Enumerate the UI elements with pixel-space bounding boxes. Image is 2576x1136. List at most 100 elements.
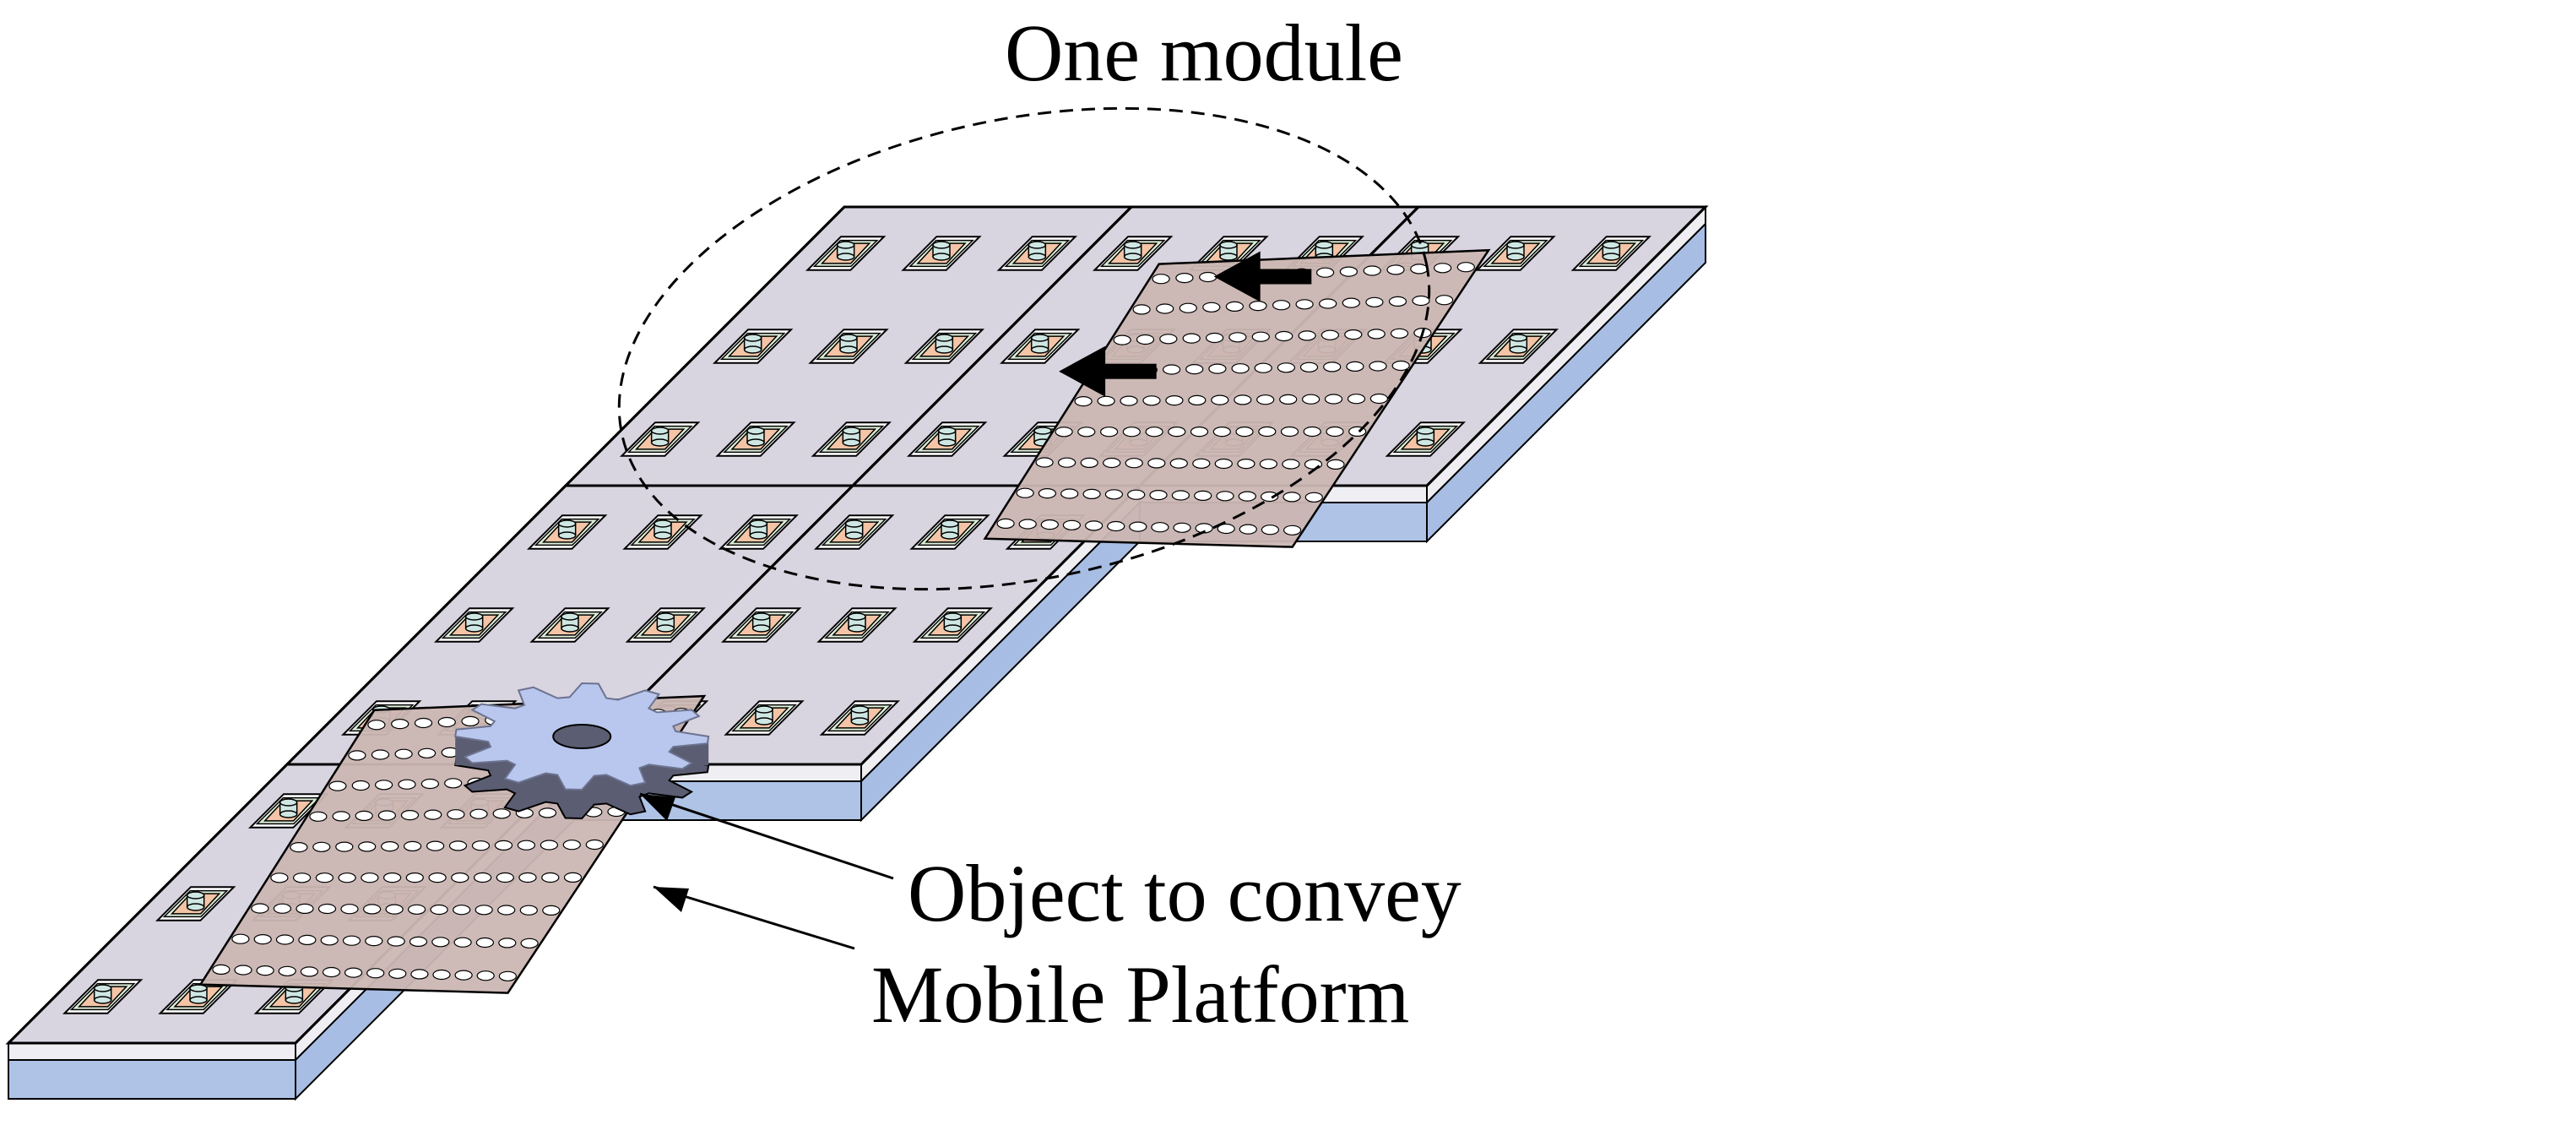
cell-stud-base: [653, 531, 672, 540]
platform-hole: [1202, 302, 1221, 313]
cell-stud-base: [751, 624, 771, 633]
platform-hole: [381, 840, 399, 852]
module-highlight-ellipse: [617, 106, 1431, 591]
motion-arrows: [1059, 251, 1312, 397]
platform-hole: [475, 937, 495, 948]
module-boundary: [1425, 205, 1707, 487]
arrow-head: [1059, 345, 1106, 397]
platform-hole: [1129, 521, 1147, 532]
platform-hole: [398, 779, 416, 790]
platform-hole: [1239, 524, 1257, 535]
cell-stud-top: [848, 612, 866, 621]
platform-hole: [317, 903, 337, 915]
cell-stud-base: [943, 624, 963, 633]
cell-stud-top: [836, 241, 855, 249]
module-boundary: [851, 205, 1133, 487]
platform-leader-arrowhead: [653, 887, 689, 912]
platform-hole: [1103, 457, 1121, 469]
module-boundary: [564, 205, 846, 487]
platform-hole: [451, 872, 469, 883]
module-middle-left-cell: [433, 607, 515, 643]
cell-stud-base: [557, 531, 577, 540]
platform-hole: [1179, 302, 1197, 313]
platform-hole: [1347, 394, 1366, 405]
platform-hole: [212, 964, 230, 976]
platform-hole: [273, 903, 291, 914]
cell-stud-top: [943, 612, 963, 621]
platform-hole: [1082, 488, 1101, 500]
cell-stud-base: [1123, 253, 1142, 261]
platform-hole: [338, 872, 356, 883]
cell-stud-top: [561, 612, 579, 621]
platform-hole: [1342, 297, 1360, 308]
cell-stud-top: [93, 984, 112, 992]
platform-hole: [344, 967, 363, 978]
platform-hole: [1018, 519, 1037, 530]
platform-hole: [1159, 334, 1178, 345]
cell-stud-top: [1028, 241, 1047, 249]
platform-hole: [275, 934, 295, 945]
module-top-left-cell: [715, 421, 796, 457]
module-middle-center-cell: [912, 607, 994, 643]
module-top-left-cell: [811, 421, 892, 457]
platform-hole: [1391, 360, 1410, 372]
platform-hole: [1113, 334, 1131, 345]
cell-stud-top: [464, 612, 484, 621]
platform-hole: [1208, 363, 1227, 374]
platform-hole: [1173, 522, 1191, 533]
platform-hole: [420, 778, 439, 790]
cell-stud-top: [755, 705, 773, 714]
platform-hole: [355, 810, 373, 822]
platform-hole: [1062, 519, 1082, 530]
module-bottom-left-cell: [158, 979, 239, 1014]
platform-hole: [315, 872, 334, 883]
cell-stud-base: [844, 531, 864, 540]
platform-hole: [1060, 488, 1079, 499]
cell-stud-top: [1506, 241, 1525, 249]
cell-stud-base: [1030, 345, 1049, 354]
platform-hole: [520, 938, 539, 948]
cell-stud-base: [186, 903, 205, 911]
cell-stud-base: [1416, 438, 1435, 447]
module-top-right-cell: [1478, 329, 1559, 364]
cell-stud-base: [650, 438, 670, 447]
cell-stud-base: [1506, 253, 1525, 261]
cell-stud-top: [656, 612, 675, 621]
platform-hole: [1120, 395, 1138, 406]
platform-hole: [1326, 459, 1345, 470]
platform-hole: [1077, 427, 1096, 438]
module-top-right-cell: [1570, 236, 1652, 271]
platform-hole: [1390, 328, 1409, 339]
platform-hole: [1410, 264, 1429, 274]
module-bottom-left-front-base: [8, 1059, 296, 1100]
platform-hole: [1272, 300, 1291, 311]
platform-hole: [1388, 296, 1407, 307]
platform-hole: [300, 966, 318, 977]
module-middle-center-cell: [720, 607, 802, 643]
cell-stud-base: [279, 810, 298, 818]
cell-stud-base: [850, 717, 870, 726]
platform-hole: [1165, 395, 1184, 406]
platform-hole: [1212, 427, 1231, 438]
platform-hole: [428, 872, 447, 883]
platform-hole: [1169, 458, 1188, 469]
module-middle-left-cell: [526, 514, 608, 550]
platform-hole: [519, 905, 538, 916]
platform-hole: [405, 872, 424, 883]
platform-hole: [293, 872, 312, 883]
object-to-convey-label: Object to convey: [908, 848, 1462, 938]
platform-leader-line: [653, 885, 855, 950]
platform-hole: [1145, 427, 1163, 438]
cell-stud-base: [1602, 253, 1621, 261]
platform-hole: [1152, 274, 1170, 285]
cell-stud-base: [937, 438, 957, 447]
cell-stud-top: [1315, 241, 1334, 249]
platform-hole: [348, 750, 366, 761]
platform-hole: [1324, 394, 1343, 405]
platform-hole: [251, 903, 269, 914]
platform-hole: [1365, 296, 1384, 307]
platform-hole: [1256, 394, 1275, 405]
module-middle-center-cell: [813, 514, 895, 550]
platform-hole: [391, 718, 409, 730]
cell-stud-base: [464, 624, 484, 633]
